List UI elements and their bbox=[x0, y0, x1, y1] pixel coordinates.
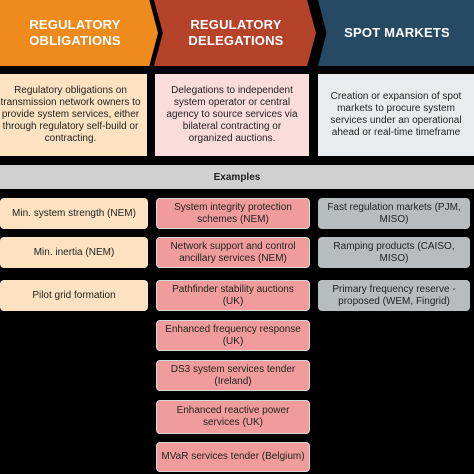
example-item: Primary frequency reserve - proposed (WE… bbox=[318, 280, 470, 311]
example-item: Min. inertia (NEM) bbox=[0, 237, 148, 268]
description-regulatory-delegations: Delegations to independent system operat… bbox=[155, 74, 309, 156]
example-item: Enhanced frequency response (UK) bbox=[156, 320, 310, 351]
header-regulatory-delegations: REGULATORY DELEGATIONS bbox=[154, 0, 316, 66]
example-item: Pilot grid formation bbox=[0, 280, 148, 311]
examples-bar: Examples bbox=[0, 165, 474, 189]
example-item: Network support and control ancillary se… bbox=[156, 237, 310, 268]
example-item: MVaR services tender (Belgium) bbox=[156, 442, 310, 472]
description-regulatory-obligations: Regulatory obligations on transmission n… bbox=[0, 74, 147, 156]
header-regulatory-obligations: REGULATORY OBLIGATIONS bbox=[0, 0, 158, 66]
example-item: DS3 system services tender (Ireland) bbox=[156, 360, 310, 391]
example-item: Ramping products (CAISO, MISO) bbox=[318, 237, 470, 268]
example-item: Enhanced reactive power services (UK) bbox=[156, 400, 310, 434]
example-item: System integrity protection schemes (NEM… bbox=[156, 198, 310, 229]
example-item: Pathfinder stability auctions (UK) bbox=[156, 280, 310, 311]
description-spot-markets: Creation or expansion of spot markets to… bbox=[318, 74, 474, 156]
example-item: Min. system strength (NEM) bbox=[0, 198, 148, 229]
example-item: Fast regulation markets (PJM, MISO) bbox=[318, 198, 470, 229]
header-spot-markets: SPOT MARKETS bbox=[318, 0, 474, 66]
